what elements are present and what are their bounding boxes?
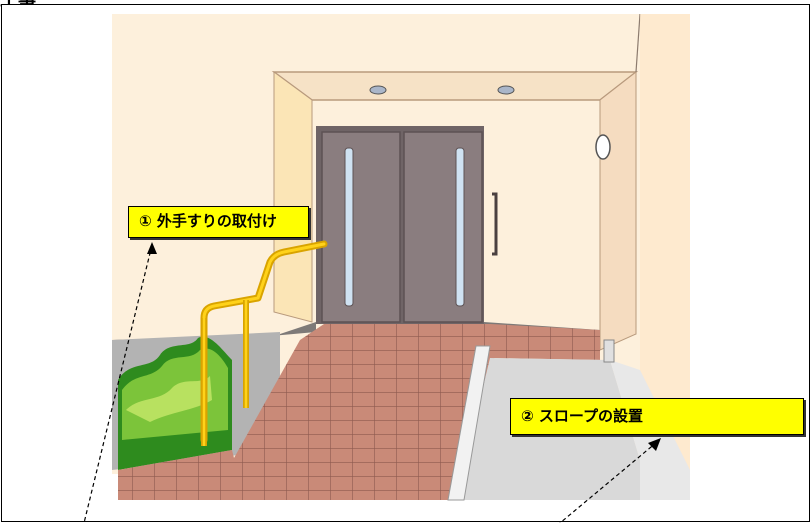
callout-2-leader [559, 441, 658, 523]
ceiling-light [497, 85, 515, 95]
door-left-window [344, 147, 354, 307]
wall-lamp [595, 134, 611, 160]
tiled-landing-right [490, 324, 600, 360]
door-right [403, 131, 483, 323]
door-handle [492, 192, 498, 256]
tiled-floor [118, 324, 500, 500]
callout-handrail-label: ① 外手すりの取付け [128, 206, 309, 238]
door-right-window [455, 147, 465, 307]
recess-left-wall [273, 71, 313, 323]
door-left [321, 131, 401, 323]
callout-slope-label: ② スロープの設置 [510, 398, 804, 435]
ceiling-recess [271, 71, 639, 101]
slope-curb [447, 345, 491, 501]
ceiling-light [369, 85, 387, 95]
callout-1-leader [83, 244, 153, 523]
right-side-wall [640, 14, 690, 500]
recess-right-wall [599, 70, 637, 351]
